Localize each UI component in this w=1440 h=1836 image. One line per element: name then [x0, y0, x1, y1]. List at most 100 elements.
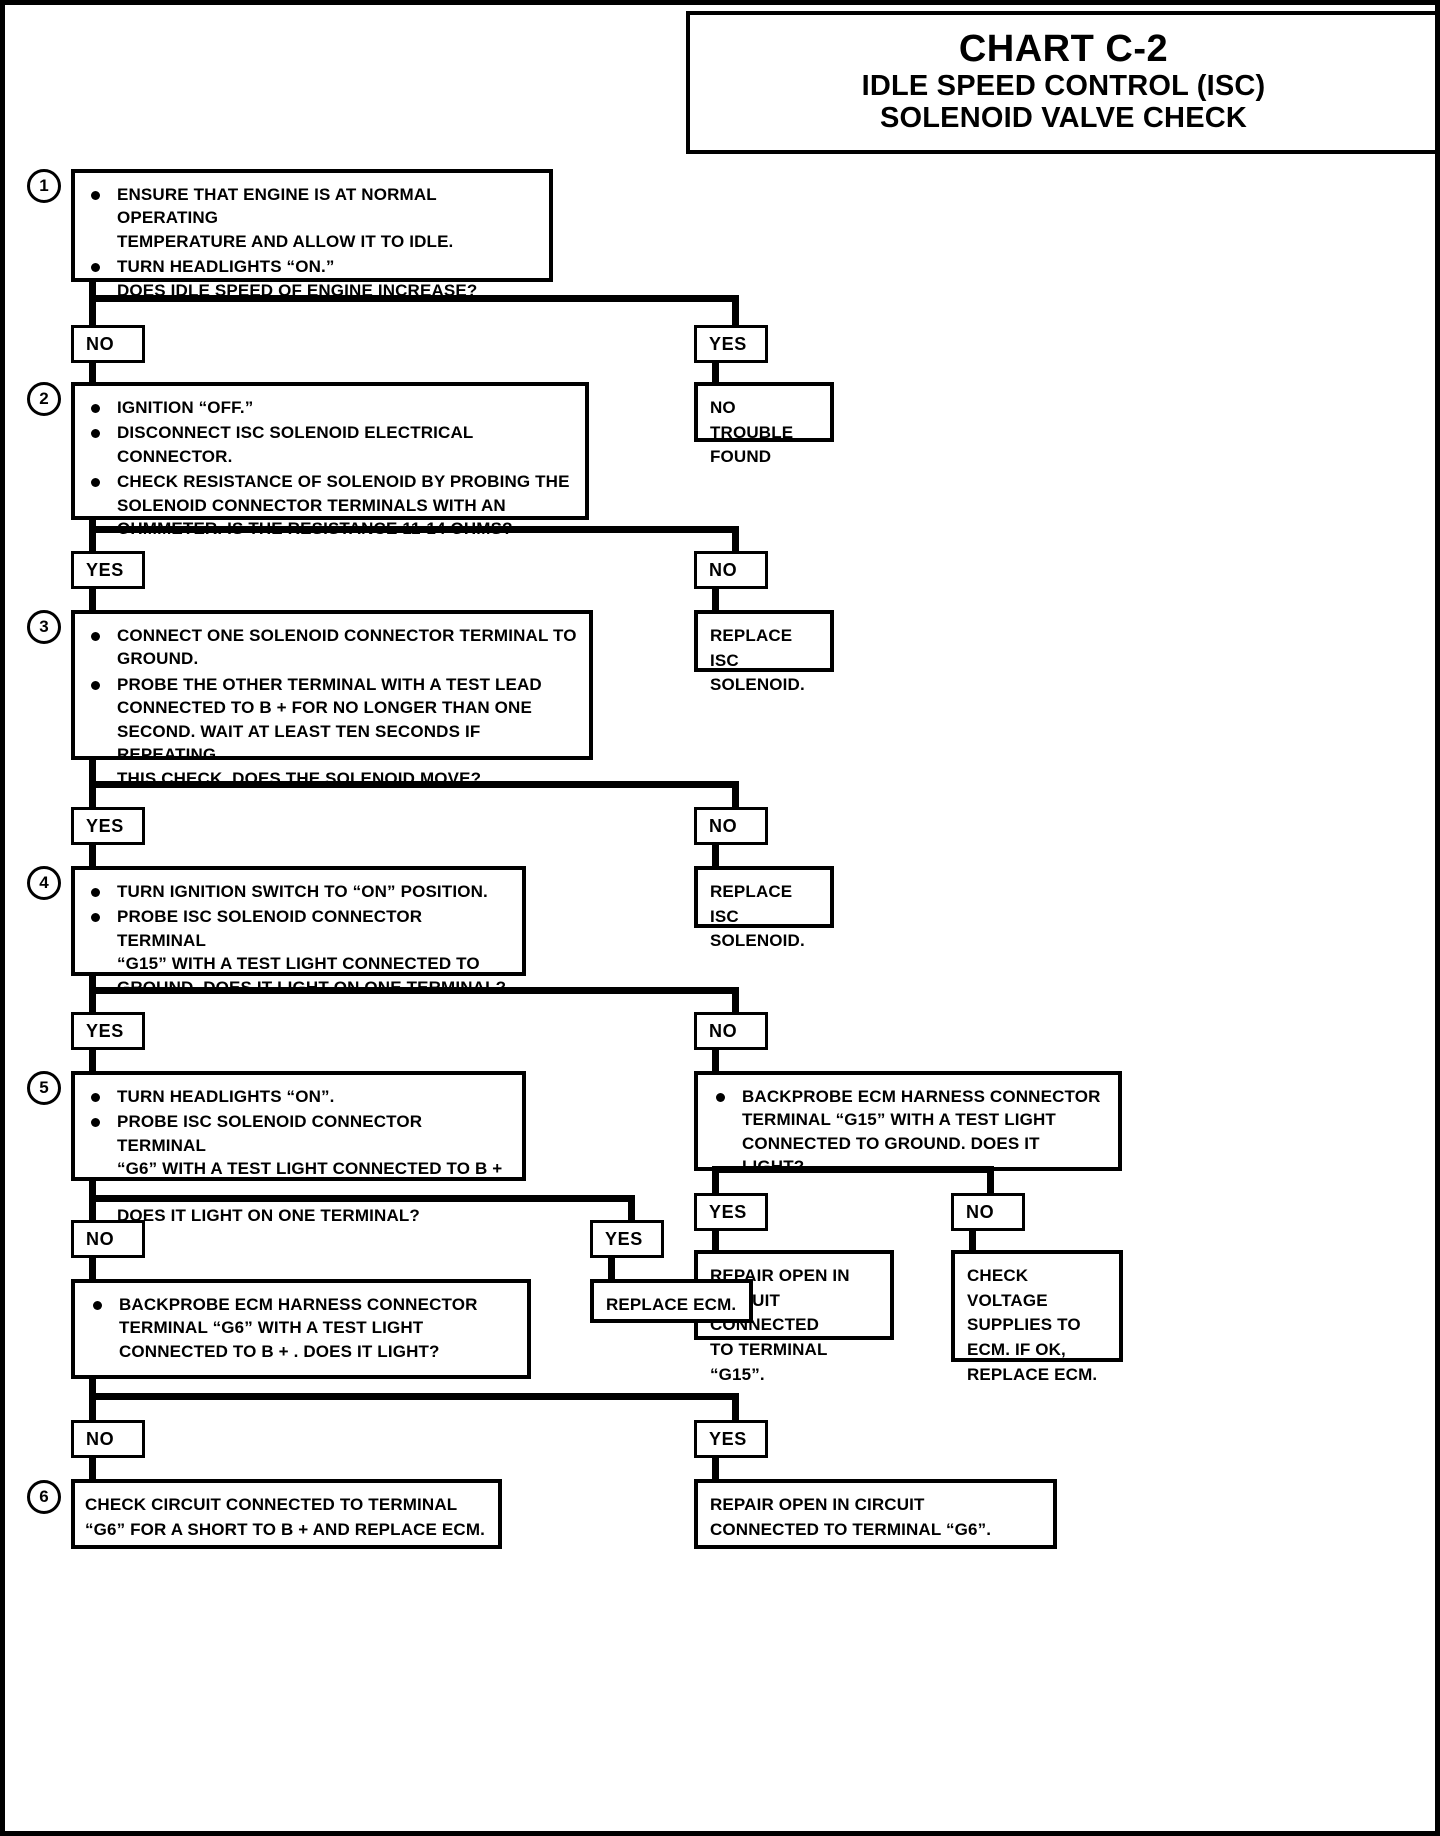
- connector-s2-to-no: [732, 526, 739, 556]
- connector-yes3-down: [89, 845, 96, 867]
- backprobe-g15-text: BACKPROBE ECM HARNESS CONNECTOR TERMINAL…: [710, 1085, 1106, 1179]
- connector-s5-to-yes: [628, 1195, 635, 1223]
- connector-no7-down: [89, 1458, 96, 1480]
- step-box-2: IGNITION “OFF.” DISCONNECT ISC SOLENOID …: [71, 382, 589, 538]
- branch-label-5-yes: YES: [590, 1220, 664, 1258]
- connector-s4-to-yes: [89, 987, 96, 1013]
- branch-label-4-yes: YES: [71, 1012, 145, 1050]
- connector-no6-down: [969, 1231, 976, 1251]
- step-box-4: TURN IGNITION SWITCH TO “ON” POSITION. P…: [71, 866, 526, 997]
- step-number-1: 1: [27, 169, 61, 203]
- connector-s3-down-left: [89, 760, 96, 784]
- connector-g15-to-no: [987, 1166, 994, 1194]
- backprobe-g15-bullets: BACKPROBE ECM HARNESS CONNECTOR TERMINAL…: [710, 1085, 1106, 1179]
- step-5-bullets: TURN HEADLIGHTS “ON”. PROBE ISC SOLENOID…: [85, 1085, 510, 1228]
- branch-label-7-no: NO: [71, 1420, 145, 1458]
- step-4-bullet-1: TURN IGNITION SWITCH TO “ON” POSITION.: [85, 880, 510, 903]
- branch-label-1-no: NO: [71, 325, 145, 363]
- branch-label-2-yes: YES: [71, 551, 145, 589]
- step-4-bullets: TURN IGNITION SWITCH TO “ON” POSITION. P…: [85, 880, 510, 999]
- branch-label-1-yes: YES: [694, 325, 768, 363]
- branch-label-6-yes: YES: [694, 1193, 768, 1231]
- branch-label-4-no: NO: [694, 1012, 768, 1050]
- branch-label-2-no: NO: [694, 551, 768, 589]
- connector-s1-bus: [89, 295, 739, 302]
- connector-s5-bus: [89, 1195, 635, 1202]
- outcome-check-voltage-supplies: CHECK VOLTAGE SUPPLIES TO ECM. IF OK, RE…: [951, 1250, 1123, 1384]
- branch-label-7-yes: YES: [694, 1420, 768, 1458]
- branch-label-5-no: NO: [71, 1220, 145, 1258]
- connector-yes2-down: [89, 589, 96, 611]
- branch-label-3-no: NO: [694, 807, 768, 845]
- step-5-bullet-2: PROBE ISC SOLENOID CONNECTOR TERMINAL “G…: [85, 1110, 510, 1227]
- connector-g6-bus: [89, 1393, 739, 1400]
- step-number-6: 6: [27, 1480, 61, 1514]
- connector-g15-down: [712, 1171, 719, 1193]
- step-6-text: CHECK CIRCUIT CONNECTED TO TERMINAL “G6”…: [85, 1495, 486, 1539]
- connector-s3-to-no: [732, 781, 739, 809]
- step-number-4: 4: [27, 866, 61, 900]
- step-number-2: 2: [27, 382, 61, 416]
- connector-s3-to-yes: [89, 781, 96, 809]
- outcome-backprobe-g15: BACKPROBE ECM HARNESS CONNECTOR TERMINAL…: [694, 1071, 1122, 1176]
- step-3-bullet-2: PROBE THE OTHER TERMINAL WITH A TEST LEA…: [85, 673, 577, 790]
- step-1-bullet-1: ENSURE THAT ENGINE IS AT NORMAL OPERATIN…: [85, 183, 537, 253]
- connector-yes4-down: [89, 1050, 96, 1072]
- outcome-replace-isc-solenoid-1-text: REPLACE ISC SOLENOID.: [710, 626, 805, 695]
- connector-s1-down-left: [89, 282, 96, 302]
- step-2-bullet-3: CHECK RESISTANCE OF SOLENOID BY PROBING …: [85, 470, 573, 540]
- step-number-5: 5: [27, 1071, 61, 1105]
- step-2-bullet-2: DISCONNECT ISC SOLENOID ELECTRICAL CONNE…: [85, 421, 573, 468]
- outcome-check-voltage-supplies-text: CHECK VOLTAGE SUPPLIES TO ECM. IF OK, RE…: [967, 1266, 1098, 1384]
- outcome-replace-isc-solenoid-2-text: REPLACE ISC SOLENOID.: [710, 882, 805, 951]
- step-4-bullet-2: PROBE ISC SOLENOID CONNECTOR TERMINAL “G…: [85, 905, 510, 999]
- connector-s5-to-no: [89, 1195, 96, 1223]
- outcome-replace-isc-solenoid-1: REPLACE ISC SOLENOID.: [694, 610, 834, 694]
- connector-no2-down: [712, 589, 719, 611]
- connector-yes6-down: [712, 1231, 719, 1251]
- connector-g15-bus: [712, 1166, 994, 1173]
- outcome-replace-ecm-text: REPLACE ECM.: [606, 1295, 737, 1314]
- step-2-bullet-1: IGNITION “OFF.”: [85, 396, 573, 419]
- chart-header: CHART C-2 IDLE SPEED CONTROL (ISC) SOLEN…: [686, 11, 1435, 154]
- outcome-backprobe-g6: BACKPROBE ECM HARNESS CONNECTOR TERMINAL…: [71, 1279, 531, 1379]
- connector-g6-down-left: [89, 1379, 96, 1403]
- step-5-bullet-1: TURN HEADLIGHTS “ON”.: [85, 1085, 510, 1108]
- step-1-bullets: ENSURE THAT ENGINE IS AT NORMAL OPERATIN…: [85, 183, 537, 302]
- connector-s2-bus: [89, 526, 739, 533]
- branch-label-6-no: NO: [951, 1193, 1025, 1231]
- connector-s4-to-no: [732, 987, 739, 1013]
- step-number-3: 3: [27, 610, 61, 644]
- backprobe-g6-bullets: BACKPROBE ECM HARNESS CONNECTOR TERMINAL…: [87, 1293, 515, 1363]
- connector-no3-down: [712, 845, 719, 867]
- step-2-bullets: IGNITION “OFF.” DISCONNECT ISC SOLENOID …: [85, 396, 573, 541]
- outcome-repair-open-g6-text: REPAIR OPEN IN CIRCUIT CONNECTED TO TERM…: [710, 1495, 992, 1539]
- chart-subtitle-line2: SOLENOID VALVE CHECK: [879, 102, 1248, 135]
- step-box-5: TURN HEADLIGHTS “ON”. PROBE ISC SOLENOID…: [71, 1071, 526, 1225]
- outcome-replace-isc-solenoid-2: REPLACE ISC SOLENOID.: [694, 866, 834, 950]
- connector-yes5-down: [608, 1258, 615, 1280]
- outcome-repair-open-g6: REPAIR OPEN IN CIRCUIT CONNECTED TO TERM…: [694, 1479, 1057, 1549]
- chart-subtitle-line1: IDLE SPEED CONTROL (ISC): [861, 69, 1266, 102]
- step-box-6: CHECK CIRCUIT CONNECTED TO TERMINAL “G6”…: [71, 1479, 502, 1549]
- connector-s3-bus: [89, 781, 739, 788]
- connector-yes1-down: [712, 363, 719, 383]
- step-3-bullets: CONNECT ONE SOLENOID CONNECTOR TERMINAL …: [85, 624, 577, 790]
- connector-s2-to-yes: [89, 526, 96, 556]
- branch-label-3-yes: YES: [71, 807, 145, 845]
- connector-g6-to-yes: [732, 1393, 739, 1421]
- connector-no1-down: [89, 363, 96, 383]
- connector-no5-down: [89, 1258, 96, 1280]
- connector-s4-bus: [89, 987, 739, 994]
- step-3-bullet-1: CONNECT ONE SOLENOID CONNECTOR TERMINAL …: [85, 624, 577, 671]
- connector-s5-down-left: [89, 1181, 96, 1205]
- connector-g6-to-no: [89, 1393, 96, 1421]
- connector-no4-down: [712, 1050, 719, 1072]
- connector-yes7-down: [712, 1458, 719, 1480]
- step-box-1: ENSURE THAT ENGINE IS AT NORMAL OPERATIN…: [71, 169, 553, 300]
- chart-number: CHART C-2: [958, 28, 1169, 71]
- connector-s1-to-yes: [732, 295, 739, 325]
- connector-s1-to-no: [89, 295, 96, 325]
- outcome-replace-ecm: REPLACE ECM.: [590, 1279, 753, 1323]
